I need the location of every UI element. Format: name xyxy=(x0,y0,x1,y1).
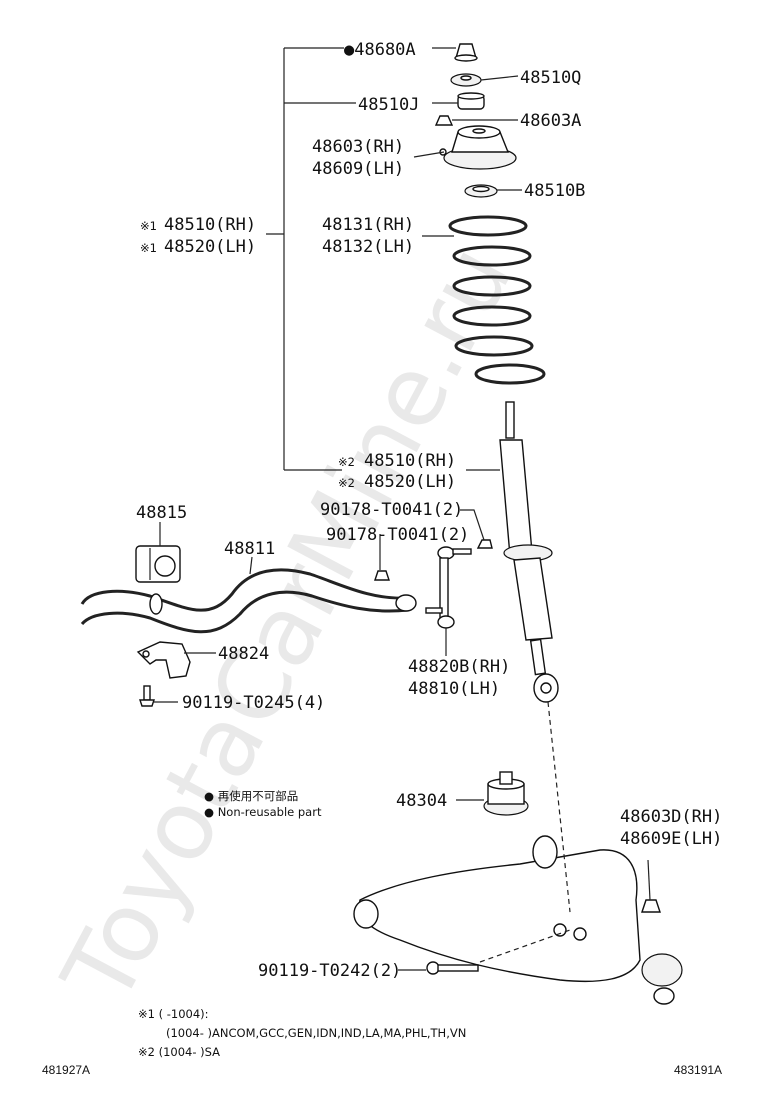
footnote-1a: ※1 ( -1004): xyxy=(138,1007,209,1021)
alignment-line-arm xyxy=(479,929,571,963)
mark-note1-a: ※1 xyxy=(140,219,157,233)
part-48811-stabilizer-bar xyxy=(80,568,417,634)
part-lower-arm xyxy=(353,835,683,1005)
label-48132-lh: 48132(LH) xyxy=(322,237,414,257)
label-48131-rh: 48131(RH) xyxy=(322,215,414,235)
label-48304: 48304 xyxy=(396,791,447,811)
label-48811: 48811 xyxy=(224,539,275,559)
label-48815: 48815 xyxy=(136,503,187,523)
part-48510B-seat xyxy=(464,184,498,198)
label-48510Q: 48510Q xyxy=(520,68,581,88)
diagram-code-left: 481927A xyxy=(42,1063,90,1077)
part-48603A-nut xyxy=(434,115,454,126)
footnote-1b: (1004- )ANCOM,GCC,GEN,IDN,IND,LA,MA,PHL,… xyxy=(166,1026,466,1040)
mark-note2-b: ※2 xyxy=(338,476,355,490)
label-48510J: 48510J xyxy=(358,95,419,115)
label-48510B: 48510B xyxy=(524,181,585,201)
part-48131-coil-spring xyxy=(448,215,546,385)
part-48603D-nut xyxy=(641,899,661,913)
label-48510-rh-assy1: 48510(RH) xyxy=(164,215,256,235)
part-48815-bushing xyxy=(135,545,181,583)
label-48603D-rh: 48603D(RH) xyxy=(620,807,722,827)
part-48680A-nut xyxy=(454,43,478,62)
part-48304-bump-stopper xyxy=(483,771,529,816)
legend-nonreusable-en: ● Non-reusable part xyxy=(204,805,322,819)
alignment-line-shock xyxy=(547,701,571,913)
part-48510Q-washer xyxy=(450,73,482,87)
label-48603-rh: 48603(RH) xyxy=(312,137,404,157)
label-48824: 48824 xyxy=(218,644,269,664)
label-48609E-lh: 48609E(LH) xyxy=(620,829,722,849)
mark-note2-a: ※2 xyxy=(338,455,355,469)
footnote-2: ※2 (1004- )SA xyxy=(138,1045,220,1059)
label-48603A: 48603A xyxy=(520,111,581,131)
label-48810-lh: 48810(LH) xyxy=(408,679,500,699)
part-90119-T0245-bolt xyxy=(139,685,155,707)
label-48609-lh: 48609(LH) xyxy=(312,159,404,179)
label-90178-T0041-b: 90178-T0041(2) xyxy=(326,525,469,545)
label-90119-T0242: 90119-T0242(2) xyxy=(258,961,401,981)
diagram-code-right: 483191A xyxy=(674,1063,722,1077)
label-90178-T0041-a: 90178-T0041(2) xyxy=(320,500,463,520)
part-48510J-bushing xyxy=(457,92,485,110)
part-90119-T0242-bolt xyxy=(426,961,479,975)
part-shock-absorber xyxy=(499,401,559,703)
part-48603-upper-support xyxy=(439,125,517,170)
legend-nonreusable-jp: ● 再使用不可部品 xyxy=(204,789,298,803)
part-48820B-stabilizer-link xyxy=(425,546,472,629)
label-48520-lh-assy1: 48520(LH) xyxy=(164,237,256,257)
label-48820B-rh: 48820B(RH) xyxy=(408,657,510,677)
label-48520-lh-assy2: 48520(LH) xyxy=(364,472,456,492)
label-90119-T0245: 90119-T0245(4) xyxy=(182,693,325,713)
part-90178-nut-a xyxy=(476,539,493,549)
part-90178-nut-b xyxy=(374,570,390,581)
label-48680A: ●48680A xyxy=(344,40,416,60)
mark-note1-b: ※1 xyxy=(140,241,157,255)
part-48824-bracket xyxy=(136,641,191,679)
label-48510-rh-assy2: 48510(RH) xyxy=(364,451,456,471)
leader-lines xyxy=(154,47,651,971)
